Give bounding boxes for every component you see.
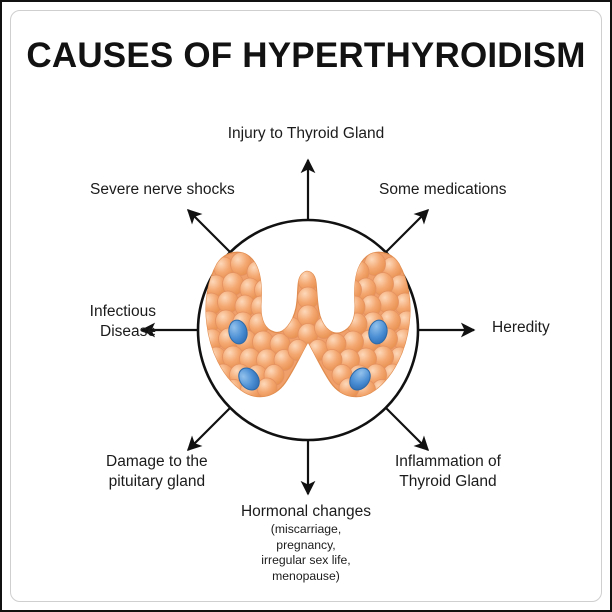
cause-label-heredity-line1: Heredity [492,319,550,336]
cause-label-injury: Injury to Thyroid Gland [2,124,610,144]
cause-label-medications-line1: Some medications [379,181,507,198]
cause-label-medications: Some medications [379,180,507,200]
cause-label-inflammation-line1: Inflammation of [395,453,501,470]
cause-label-hormonal-changes: Hormonal changes (miscarriage, pregnancy… [2,502,610,584]
parathyroid-upper-right [368,319,388,345]
cause-label-damage-line2: pituitary gland [108,473,206,490]
cause-label-pituitary-damage: Damage to the pituitary gland [106,452,208,492]
parathyroid-upper-left [228,319,248,345]
arrow-inflam [385,407,430,452]
parathyroid-lower-left [238,367,260,391]
cause-label-heredity: Heredity [492,318,550,338]
cause-label-inflammation-line2: Thyroid Gland [399,473,497,490]
arrow-meds [385,208,430,253]
parathyroid-glands [228,319,388,391]
thyroid-gland-illustration [205,251,411,398]
page-title: CAUSES OF HYPERTHYROIDISM [26,36,586,75]
arrow-nerve [186,208,231,253]
cause-label-damage-line1: Damage to the [106,453,208,470]
cause-label-infectious-line2: Disease [100,323,156,340]
cause-label-infectious-line1: Infectious [89,303,156,320]
cause-label-nerve: Severe nerve shocks [90,180,235,200]
cause-label-nerve-line1: Severe nerve shocks [90,181,235,198]
cause-label-hormonal-sub1: (miscarriage, [270,522,342,536]
cause-label-inflammation: Inflammation of Thyroid Gland [395,452,501,492]
cause-label-hormonal-sub4: menopause) [272,568,340,583]
cause-label-hormonal-line1: Hormonal changes [240,503,372,520]
arrow-group [140,158,476,496]
parathyroid-lower-right [349,367,371,391]
cause-label-injury-line1: Injury to Thyroid Gland [227,125,385,142]
cause-label-infectious-disease: Infectious Disease [46,302,156,342]
arrow-damage [186,407,231,452]
cause-label-hormonal-sub2: pregnancy, [276,537,336,552]
cause-label-hormonal-sub3: irregular sex life, [261,553,351,567]
thyroid-lobules [206,252,410,397]
